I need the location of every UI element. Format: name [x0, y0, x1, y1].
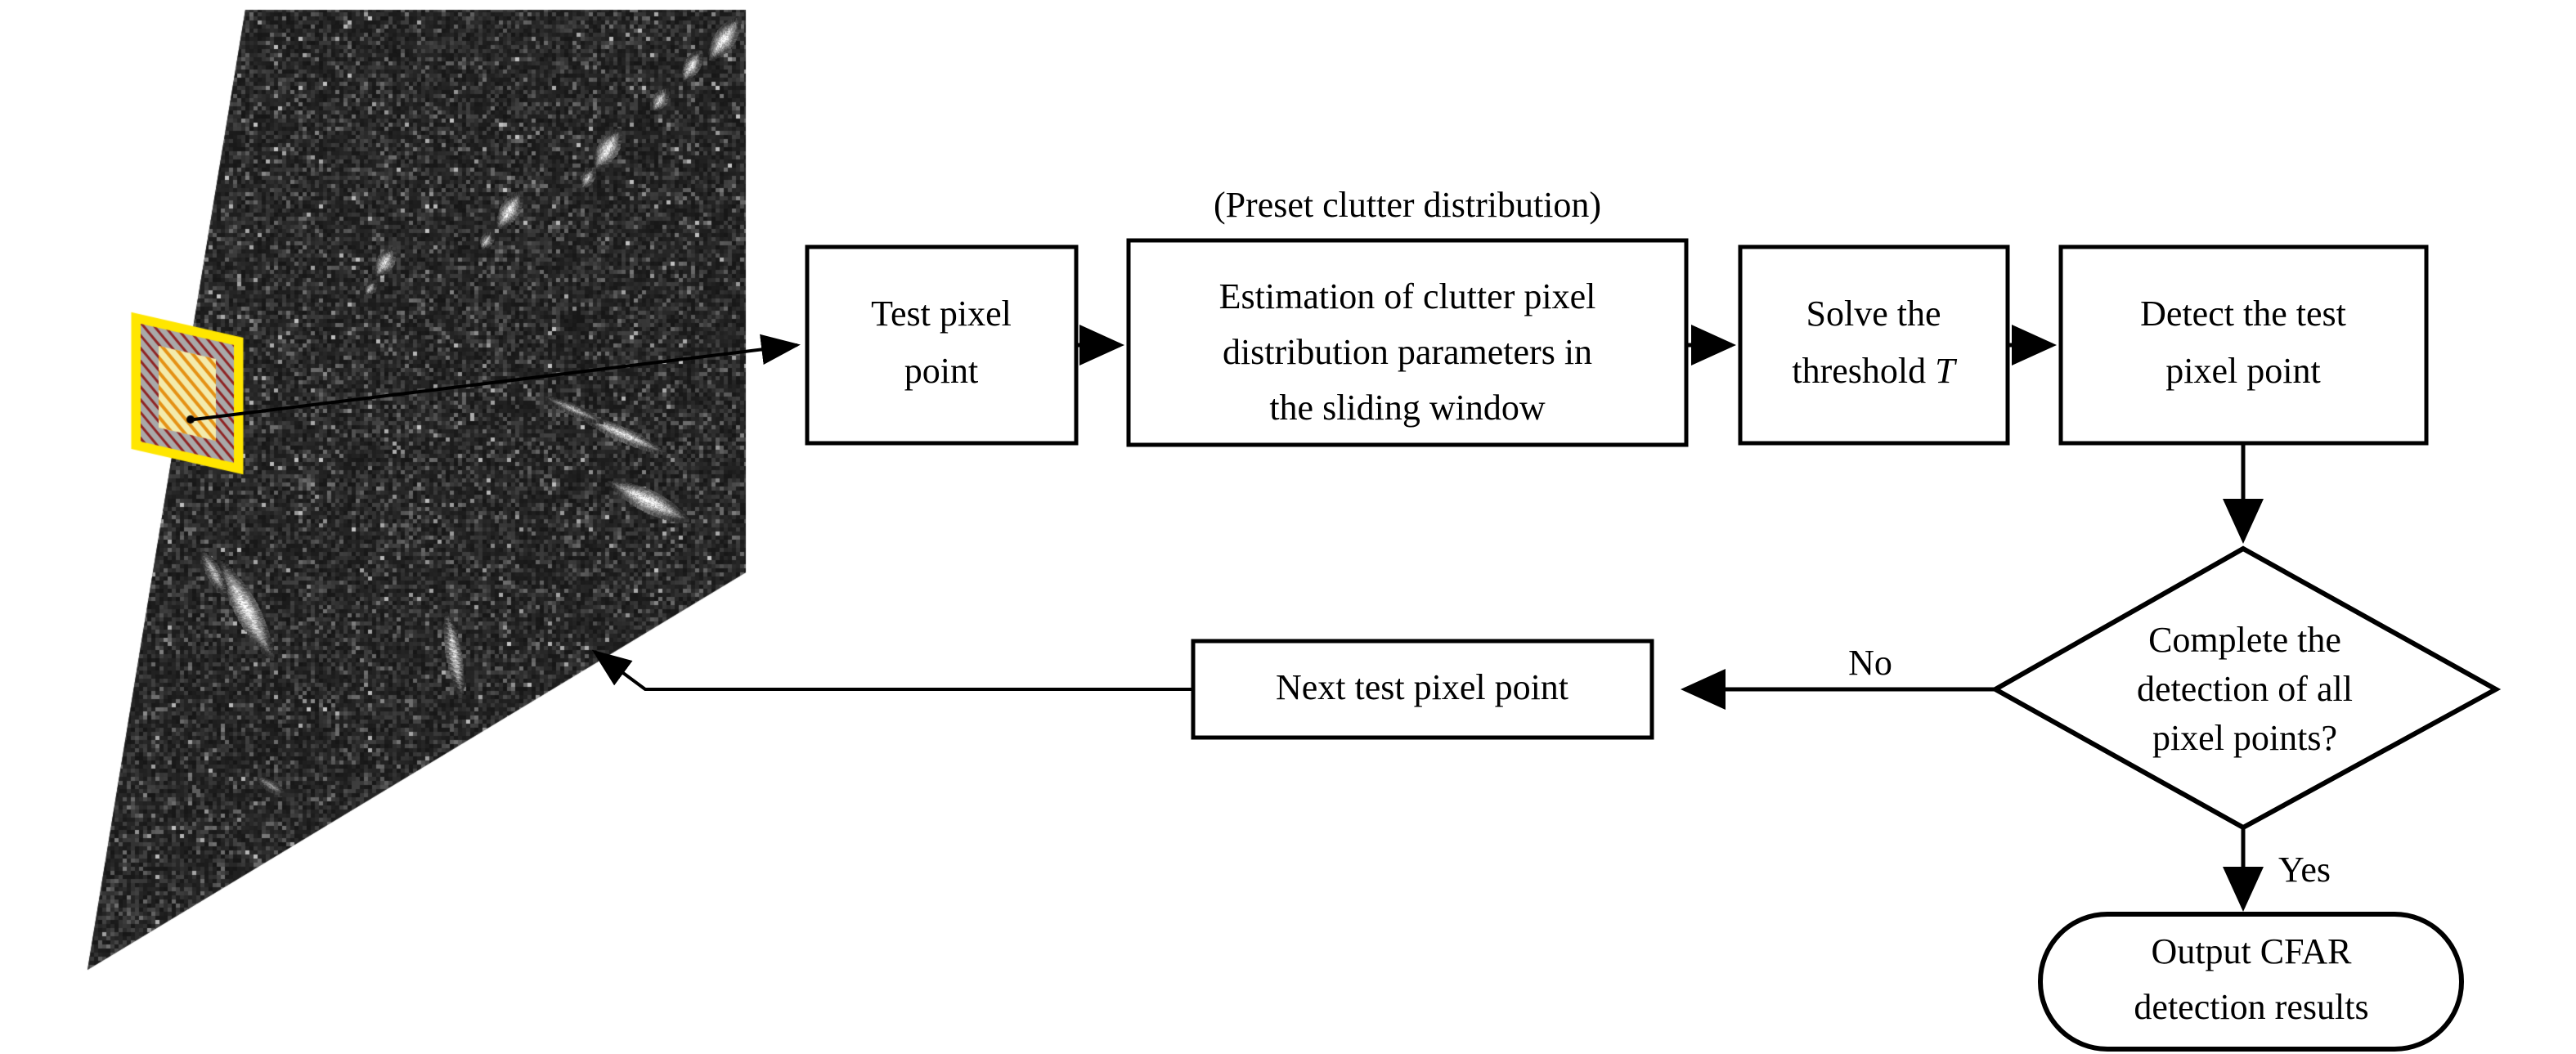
node-test-pixel-point[interactable]: Test pixel point: [805, 244, 1079, 446]
edge-feedback-to-sar: [591, 649, 1193, 691]
node-decision-line-1: Complete the: [2148, 620, 2341, 660]
node-test-pixel-point-line-1: Test pixel: [871, 294, 1012, 334]
node-test-pixel-point-line-2: point: [904, 351, 978, 391]
node-estimation-line-2: distribution parameters in: [1223, 332, 1592, 372]
edge-window-to-test-pixel: [193, 334, 801, 421]
node-estimation-line-1: Estimation of clutter pixel: [1219, 276, 1596, 316]
edge-decision-no: No: [1681, 643, 1995, 710]
node-solve-threshold[interactable]: Solve the threshold T: [1738, 244, 2010, 446]
edge-label-no: No: [1848, 643, 1892, 683]
node-solve-threshold-prefix: threshold: [1792, 351, 1935, 391]
node-decision-line-2: detection of all: [2137, 669, 2353, 709]
node-next-test-pixel-label: Next test pixel point: [1276, 667, 1568, 707]
node-next-test-pixel-point[interactable]: Next test pixel point: [1191, 639, 1654, 740]
preset-clutter-distribution-annotation: (Preset clutter distribution): [1214, 185, 1601, 225]
node-decision-complete[interactable]: Complete the detection of all pixel poin…: [1990, 545, 2502, 831]
node-detect-test-pixel[interactable]: Detect the test pixel point: [2058, 244, 2429, 446]
sar-image-panel: [0, 0, 785, 1054]
node-estimation-line-3: the sliding window: [1269, 388, 1546, 428]
node-output-cfar-results[interactable]: Output CFAR detection results: [2038, 912, 2464, 1052]
node-output-line-2: detection results: [2134, 987, 2368, 1027]
node-output-line-1: Output CFAR: [2152, 931, 2353, 971]
edge-decision-yes: Yes: [2223, 828, 2331, 912]
node-solve-threshold-symbol: T: [1935, 351, 1958, 391]
node-solve-threshold-line-2: threshold T: [1792, 351, 1958, 391]
node-detect-line-2: pixel point: [2165, 351, 2320, 391]
sar-scene-canvas: [0, 0, 785, 1054]
node-estimation-of-clutter[interactable]: Estimation of clutter pixel distribution…: [1126, 238, 1689, 447]
node-solve-threshold-line-1: Solve the: [1806, 294, 1941, 334]
edge-label-yes: Yes: [2278, 850, 2331, 890]
node-detect-line-1: Detect the test: [2140, 294, 2346, 334]
node-decision-line-3: pixel points?: [2152, 718, 2337, 758]
